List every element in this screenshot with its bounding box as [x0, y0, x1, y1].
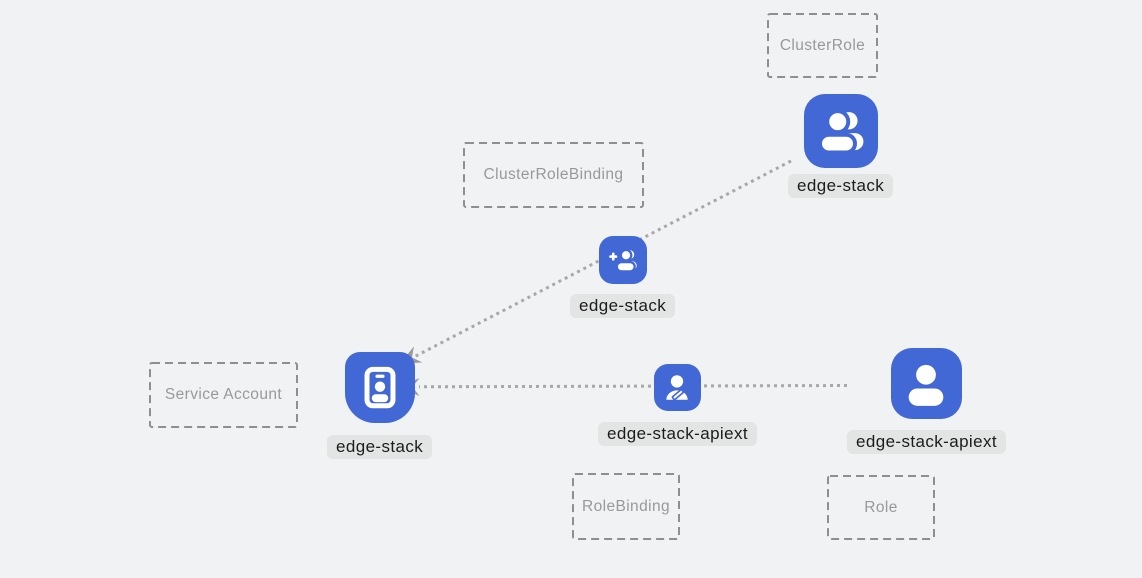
- type-box-role: Role: [827, 475, 935, 540]
- node-clusterrole-edge-stack[interactable]: edge-stack: [788, 94, 894, 198]
- node-label: edge-stack-apiext: [598, 422, 757, 446]
- user-icon[interactable]: [890, 348, 962, 419]
- type-box-label: ClusterRole: [779, 36, 866, 54]
- type-box-cluster-role: ClusterRole: [767, 13, 878, 78]
- id-badge-icon[interactable]: [344, 352, 415, 423]
- dashed-border: [827, 475, 935, 540]
- dashed-border: [149, 362, 298, 428]
- node-rolebinding-edge-stack-apiext[interactable]: edge-stack-apiext: [598, 364, 757, 446]
- type-box-cluster-role-binding: ClusterRoleBinding: [463, 142, 644, 208]
- node-serviceaccount-edge-stack[interactable]: edge-stack: [327, 352, 433, 459]
- dashed-border: [463, 142, 644, 208]
- node-label: edge-stack: [327, 435, 433, 459]
- type-box-label: Service Account: [164, 386, 283, 403]
- node-label: edge-stack-apiext: [847, 430, 1006, 454]
- dashed-border: [572, 473, 680, 540]
- type-box-label: ClusterRoleBinding: [483, 166, 624, 183]
- node-role-edge-stack-apiext[interactable]: edge-stack-apiext: [847, 348, 1006, 454]
- user-plus-icon[interactable]: [598, 236, 647, 284]
- type-box-label: RoleBinding: [582, 497, 670, 515]
- node-clusterrolebinding-edge-stack[interactable]: edge-stack: [570, 236, 676, 318]
- node-label: edge-stack: [570, 294, 676, 318]
- node-label: edge-stack: [788, 174, 894, 198]
- user-pencil-icon[interactable]: [653, 364, 701, 411]
- type-box-service-account: Service Account: [149, 362, 298, 428]
- dashed-border: [767, 13, 878, 78]
- type-box-label: Role: [864, 498, 898, 516]
- users-icon[interactable]: [803, 94, 878, 168]
- type-box-role-binding: RoleBinding: [572, 473, 680, 540]
